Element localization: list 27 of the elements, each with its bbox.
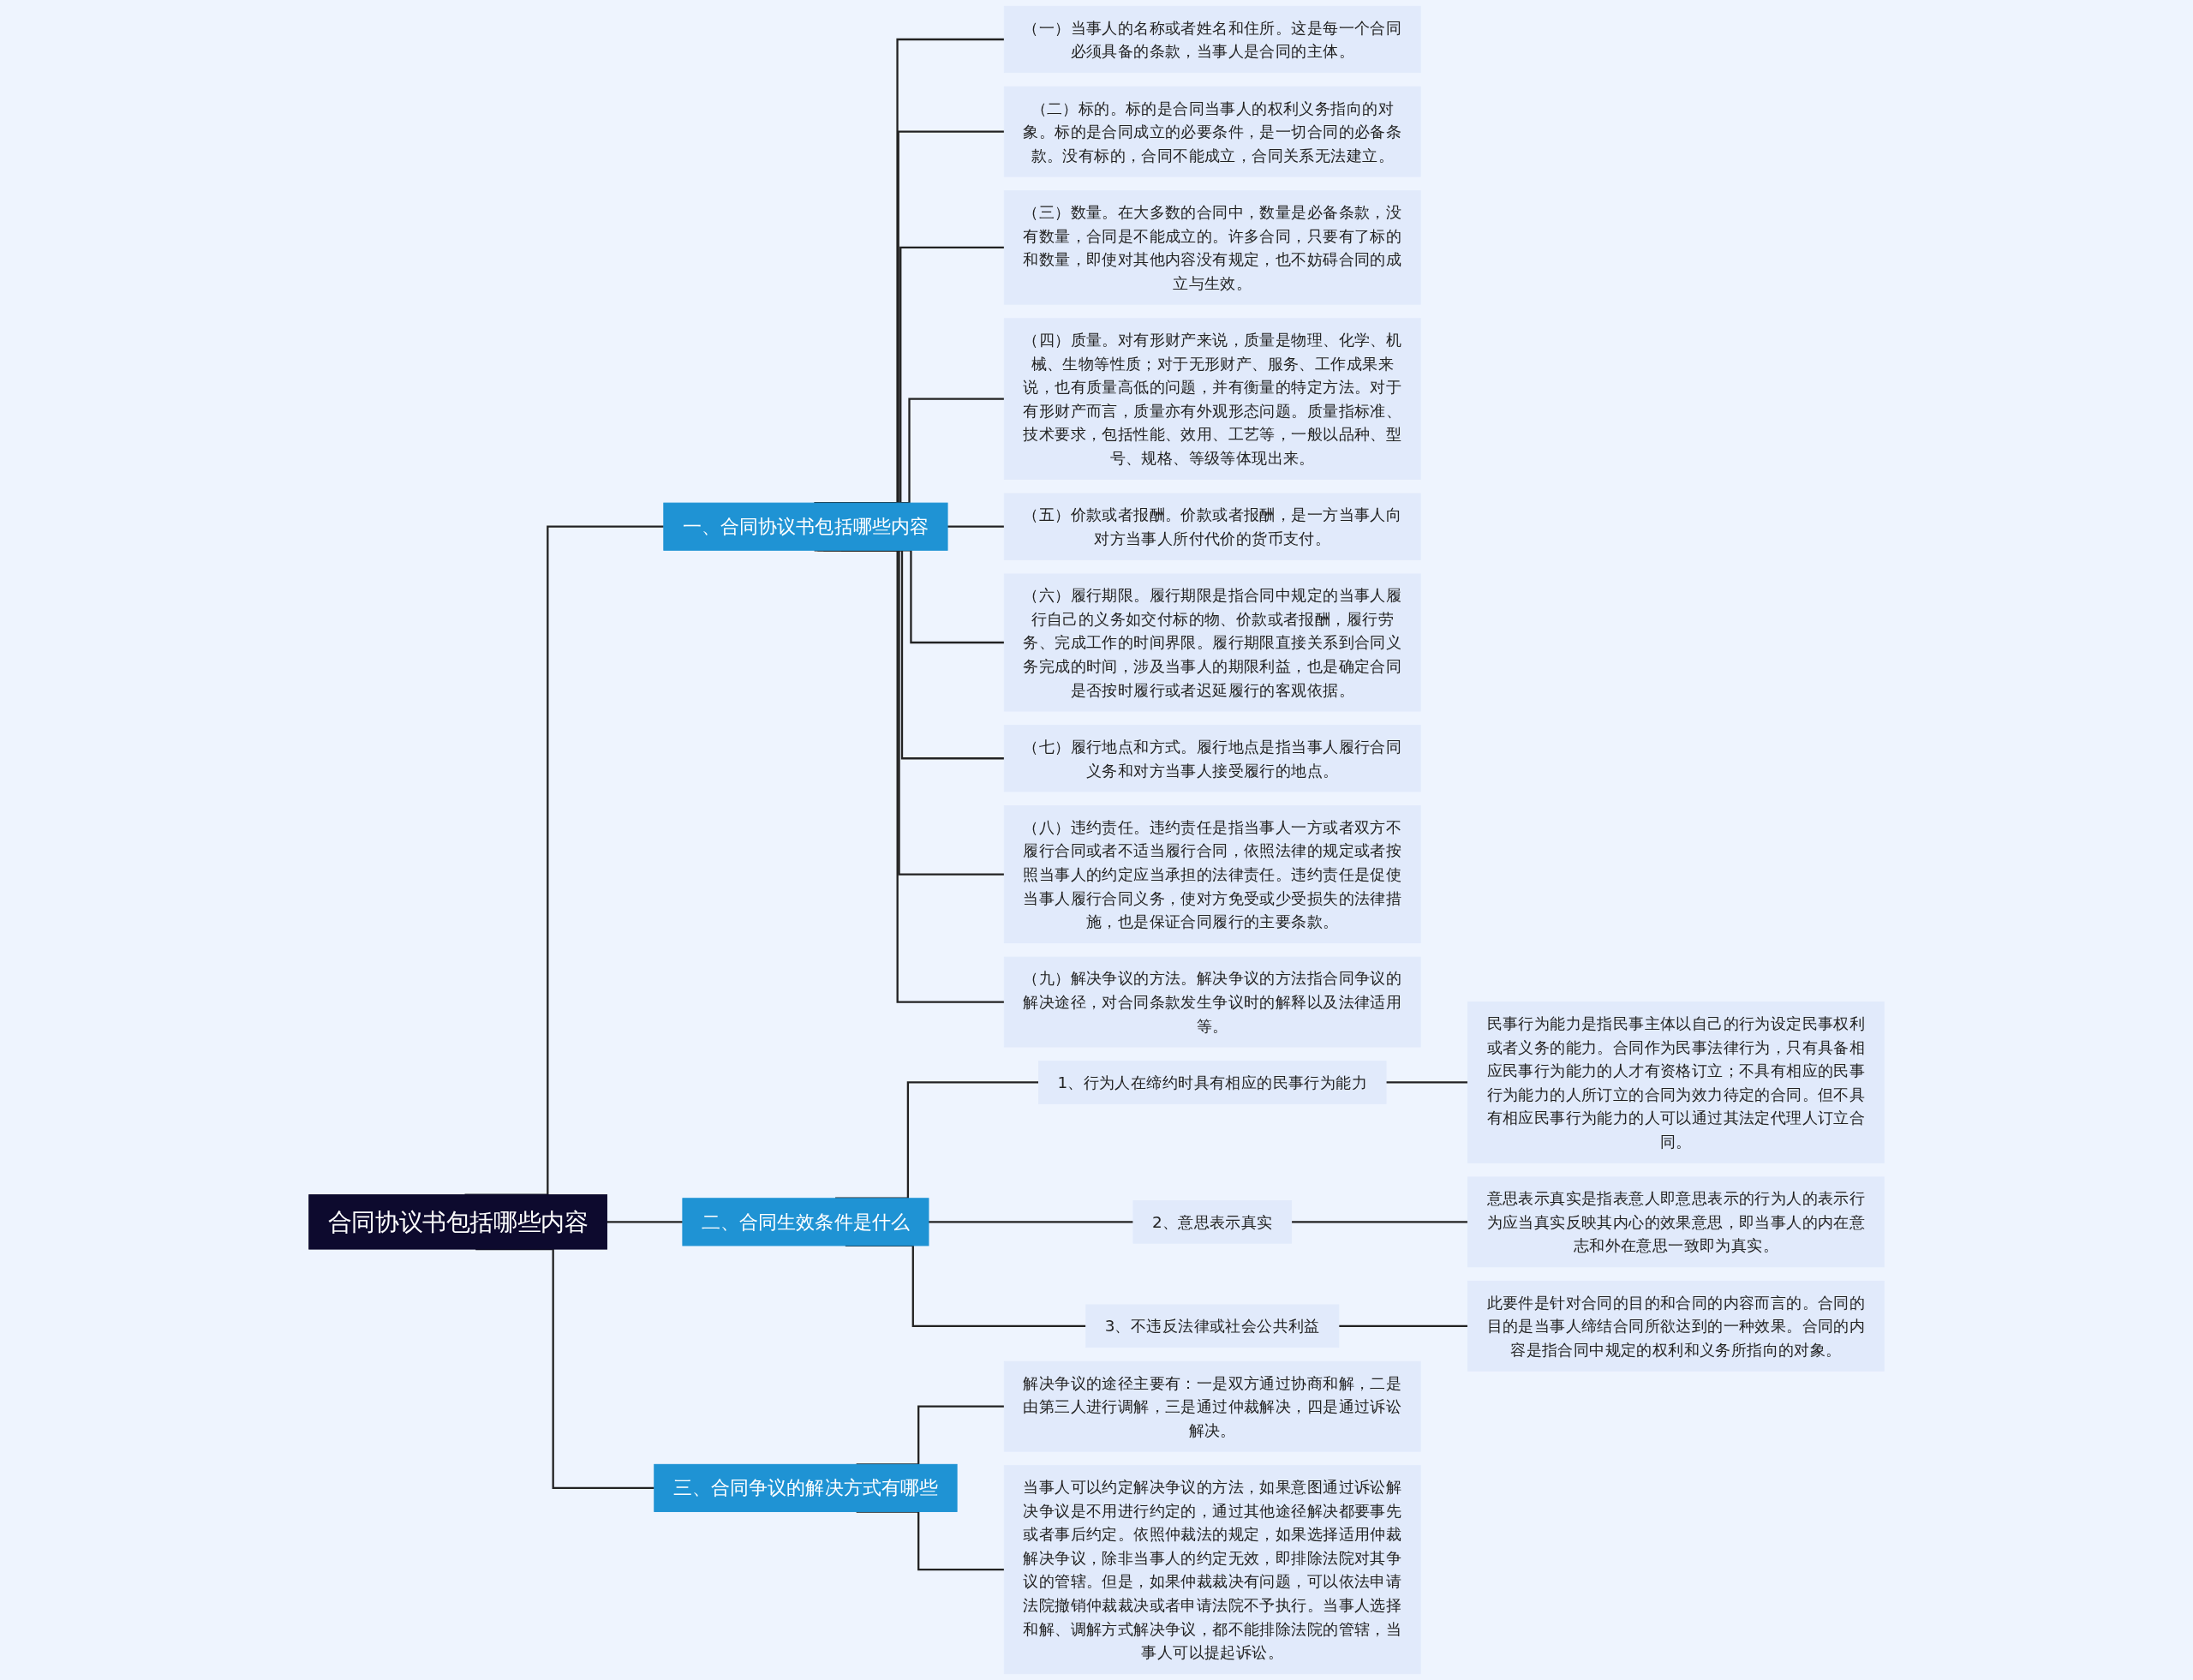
node-box: （七）履行地点和方式。履行地点是指当事人履行合同义务和对方当事人接受履行的地点。 bbox=[1003, 725, 1421, 792]
node-box: 解决争议的途径主要有：一是双方通过协商和解，二是由第三人进行调解，三是通过仲裁解决，四是通过诉讼解决。 bbox=[1003, 1360, 1421, 1452]
node-box: （三）数量。在大多数的合同中，数量是必备条款，没有数量，合同是不能成立的。许多合同，只要有了标的和数量，即使对其他内容没有规定，也不妨碍合同的成立与生效。 bbox=[1003, 190, 1421, 305]
connector bbox=[947, 525, 1005, 528]
node-box: 3、不违反法律或社会公共利益 bbox=[1085, 1304, 1340, 1348]
node-box: 此要件是针对合同的目的和合同的内容而言的。合同的目的是当事人缔结合同所欲达到的一种效果。合同的内容是指合同中规定的权利和义务所指向的对象。 bbox=[1467, 1280, 1885, 1372]
connector bbox=[1338, 1324, 1468, 1327]
node-box: 1、行为人在缔约时具有相应的民事行为能力 bbox=[1038, 1061, 1387, 1104]
node-box: （五）价款或者报酬。价款或者报酬，是一方当事人向对方当事人所付代价的货币支付。 bbox=[1003, 493, 1421, 560]
node-box: （六）履行期限。履行期限是指合同中规定的当事人履行自己的义务如交付标的物、价款或者报酬，履行劳务、完成工作的时间界限。履行期限直接关系到合同义务完成的时间，涉及当事人的期限利益，也是确定合同是否按时履行或者迟延履行的客观依据。 bbox=[1003, 573, 1421, 712]
node-box: 当事人可以约定解决争议的方法，如果意图通过诉讼解决争议是不用进行约定的，通过其他途径解决都要事先或者事后约定。依照仲裁法的规定，如果选择适用仲裁解决争议，除非当事人的约定无效，即排除法院对其争议的管辖。但是，如果仲裁裁决有问题，可以依法申请法院撤销仲裁裁决或者申请法院不予执行。当事人选择和解、调解方式解决争议，都不能排除法院的管辖，当事人可以提起诉讼。 bbox=[1003, 1465, 1421, 1675]
node-box: （二）标的。标的是合同当事人的权利义务指向的对象。标的是合同成立的必要条件，是一切合同的必备条款。没有标的，合同不能成立，合同关系无法建立。 bbox=[1003, 86, 1421, 177]
node-box: 二、合同生效条件是什么 bbox=[682, 1198, 929, 1247]
node-box: 2、意思表示真实 bbox=[1132, 1200, 1293, 1244]
node-box: 意思表示真实是指表意人即意思表示的行为人的表示行为应当真实反映其内心的效果意思，即当事人的内在意志和外在意思一致即为真实。 bbox=[1467, 1176, 1885, 1268]
node-box: （八）违约责任。违约责任是指当事人一方或者双方不履行合同或者不适当履行合同，依照法律的规定或者按照当事人的约定应当承担的法律责任。违约责任是促使当事人履行合同义务，使对方免受或少受损失的法律措施，也是保证合同履行的主要条款。 bbox=[1003, 805, 1421, 944]
node-box: （九）解决争议的方法。解决争议的方法指合同争议的解决途径，对合同条款发生争议时的解释以及法律适用等。 bbox=[1003, 956, 1421, 1048]
node-box: （一）当事人的名称或者姓名和住所。这是每一个合同必须具备的条款，当事人是合同的主体。 bbox=[1003, 5, 1421, 74]
connector bbox=[607, 1221, 683, 1223]
node-box: 一、合同协议书包括哪些内容 bbox=[663, 502, 948, 551]
node-box: 民事行为能力是指民事主体以自己的行为设定民事权利或者义务的能力。合同作为民事法律行为，只有具备相应民事行为能力的人才有资格订立；不具有相应的民事行为能力的人所订立的合同为效力待定的合同。但不具有相应民事行为能力的人可以通过其法定代理人订立合同。 bbox=[1467, 1001, 1885, 1163]
node-box: 合同协议书包括哪些内容 bbox=[308, 1194, 607, 1250]
connector bbox=[929, 1221, 1133, 1223]
connector bbox=[1291, 1221, 1468, 1223]
connector bbox=[1386, 1081, 1468, 1084]
node-box: （四）质量。对有形财产来说，质量是物理、化学、机械、生物等性质；对于无形财产、服务、工作成果来说，也有质量高低的问题，并有衡量的特定方法。对于有形财产而言，质量亦有外观形态问题。质量指标准、技术要求，包括性能、效用、工艺等，一般以品种、型号、规格、等级等体现出来。 bbox=[1003, 318, 1421, 480]
node-box: 三、合同争议的解决方式有哪些 bbox=[654, 1463, 958, 1512]
